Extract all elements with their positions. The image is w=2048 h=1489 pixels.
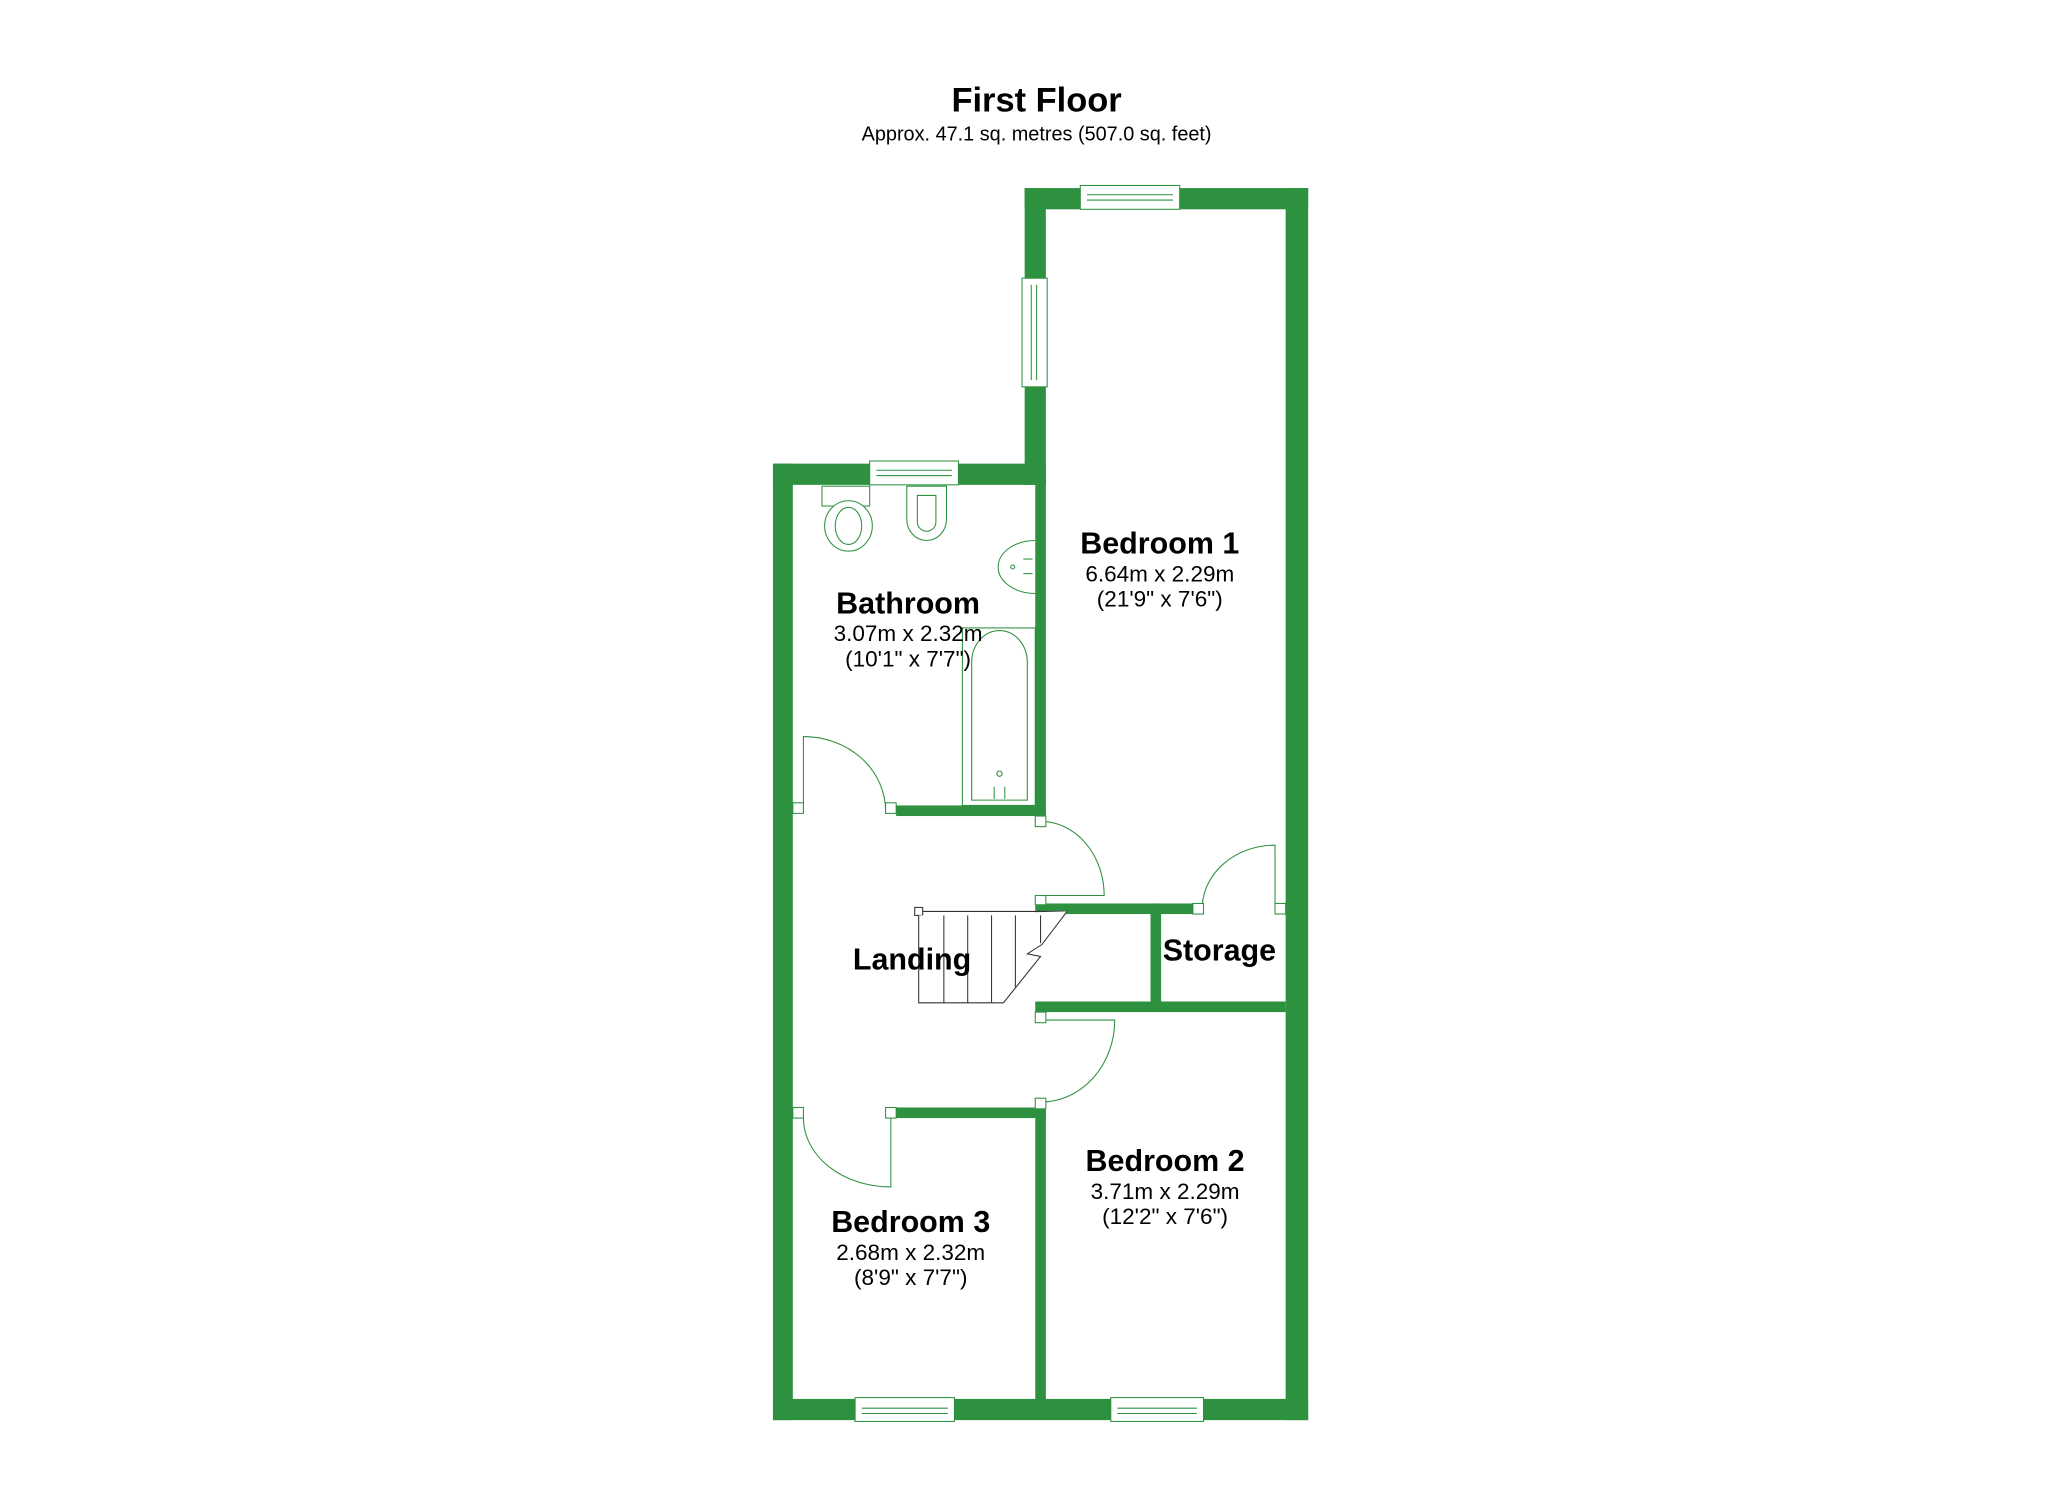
room-name: Bedroom 3 (831, 1205, 990, 1239)
room-bedroom-1: Bedroom 1 6.64m x 2.29m (21'9" x 7'6") (1080, 527, 1239, 612)
interior-walls (896, 463, 1286, 1402)
door-bathroom (792, 736, 897, 814)
floor-area: Approx. 47.1 sq. metres (507.0 sq. feet) (862, 123, 1212, 145)
room-name: Bedroom 1 (1080, 527, 1239, 561)
door-storage (1192, 844, 1287, 915)
sink-icon (997, 539, 1036, 595)
room-landing: Landing (853, 943, 971, 977)
windows (854, 184, 1205, 1422)
window-bathroom (869, 460, 959, 486)
room-name: Bathroom (836, 586, 980, 620)
doors (792, 736, 1287, 1188)
room-metric: 2.68m x 2.32m (836, 1240, 985, 1265)
room-imperial: (12'2" x 7'6") (1102, 1204, 1228, 1229)
room-bedroom-3: Bedroom 3 2.68m x 2.32m (8'9" x 7'7") (831, 1205, 990, 1290)
room-bedroom-2: Bedroom 2 3.71m x 2.29m (12'2" x 7'6") (1086, 1144, 1245, 1229)
room-metric: 3.71m x 2.29m (1091, 1179, 1240, 1204)
window-bedroom1-top (1079, 184, 1181, 210)
door-bedroom2 (1034, 1011, 1116, 1110)
toilet-icon (821, 485, 873, 552)
window-bedroom2 (1110, 1397, 1205, 1422)
room-imperial: (21'9" x 7'6") (1097, 587, 1223, 612)
door-bedroom1 (1034, 815, 1105, 906)
room-imperial: (10'1" x 7'7") (845, 646, 971, 671)
room-name: Storage (1163, 933, 1276, 967)
staircase-icon (914, 906, 1068, 1004)
room-name: Landing (853, 943, 971, 977)
door-bedroom3 (792, 1106, 897, 1188)
room-metric: 3.07m x 2.32m (834, 621, 983, 646)
window-bedroom1-side (1021, 277, 1048, 388)
window-bedroom3 (854, 1397, 955, 1422)
room-storage: Storage (1163, 933, 1276, 967)
room-bathroom: Bathroom 3.07m x 2.32m (10'1" x 7'7") (834, 586, 983, 671)
room-imperial: (8'9" x 7'7") (854, 1265, 967, 1290)
bath-icon (961, 627, 1036, 806)
room-name: Bedroom 2 (1086, 1144, 1245, 1178)
bidet-icon (906, 485, 948, 542)
bathroom-fixtures (821, 485, 1036, 806)
floor-title: First Floor (951, 81, 1121, 119)
room-metric: 6.64m x 2.29m (1085, 562, 1234, 587)
